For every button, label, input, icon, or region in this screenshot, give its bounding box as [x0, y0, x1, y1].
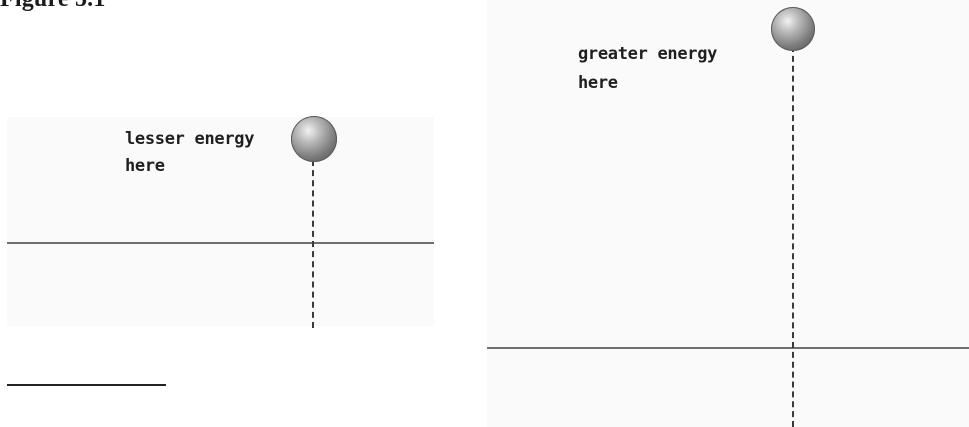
figure-title: Figure 5.1	[0, 0, 106, 13]
greater-energy-panel	[487, 0, 969, 427]
greater-energy-label-line2: here	[578, 70, 618, 97]
greater-ground-line	[487, 347, 969, 349]
greater-drop-dashed-line	[792, 46, 794, 427]
lesser-drop-dashed-line	[312, 160, 314, 328]
lesser-ground-line	[7, 242, 434, 244]
lesser-energy-label-line2: here	[125, 153, 165, 180]
lesser-energy-label-line1: lesser energy	[125, 126, 254, 153]
greater-energy-label-line1: greater energy	[578, 41, 717, 68]
greater-ball-sphere-icon	[771, 7, 815, 51]
footnote-rule	[7, 384, 166, 386]
lesser-ball-sphere-icon	[291, 116, 337, 162]
